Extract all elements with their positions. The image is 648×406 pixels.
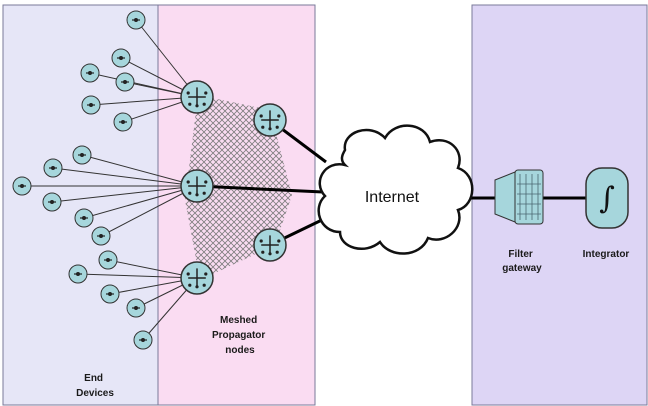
end-device-icon	[98, 250, 118, 270]
end-devices	[12, 10, 153, 350]
end-devices-label: End Devices	[76, 373, 114, 399]
end-device-icon	[74, 208, 94, 228]
propagator-node-icon	[180, 169, 214, 203]
end-device-icon	[115, 72, 135, 92]
internet-cloud-icon	[317, 124, 474, 255]
end-device-icon	[100, 284, 120, 304]
end-device-icon	[80, 63, 100, 83]
propagator-node-icon	[253, 103, 287, 137]
end-device-icon	[133, 330, 153, 350]
internet-label: Internet	[365, 189, 420, 206]
propagator-nodes	[180, 80, 287, 295]
end-device-icon	[72, 145, 92, 165]
propagator-node-icon	[180, 261, 214, 295]
meshed-propagator-label: Meshed Propagator nodes	[212, 315, 268, 356]
propagator-node-icon	[180, 80, 214, 114]
end-device-icon	[68, 264, 88, 284]
integrator-icon: ∫	[585, 167, 629, 229]
propagator-node-icon	[253, 228, 287, 262]
end-device-icon	[42, 192, 62, 212]
end-device-icon	[126, 10, 146, 30]
end-device-icon	[81, 95, 101, 115]
integrator-label: Integrator	[583, 249, 630, 260]
end-device-icon	[12, 176, 32, 196]
end-device-icon	[113, 112, 133, 132]
end-device-icon	[111, 48, 131, 68]
end-device-icon	[126, 298, 146, 318]
end-device-icon	[91, 226, 111, 246]
filter-gateway-label: Filter gateway	[502, 249, 542, 274]
integral-symbol: ∫	[599, 181, 615, 216]
filter-gateway-icon	[494, 169, 544, 225]
end-device-icon	[43, 158, 63, 178]
end-devices-zone	[2, 4, 159, 406]
